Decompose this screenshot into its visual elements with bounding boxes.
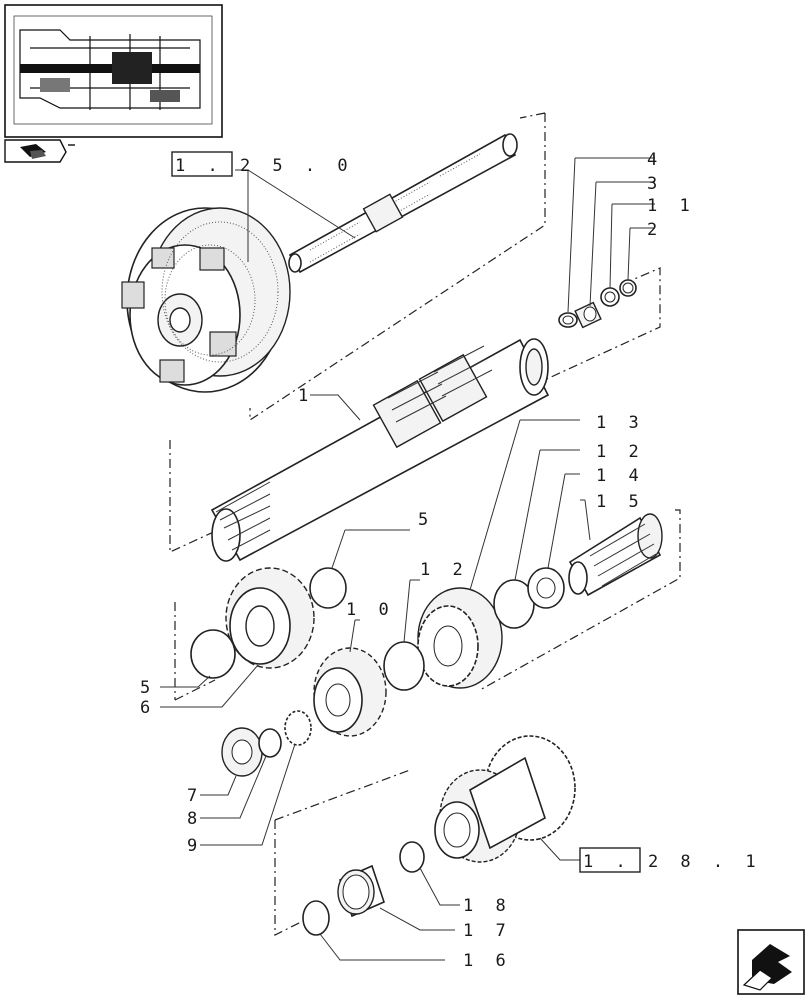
callout-3: 3 — [647, 174, 663, 194]
gear-group-boundary — [174, 509, 681, 701]
callout-13: 1 3 — [596, 413, 645, 433]
cluster-gear — [434, 735, 576, 863]
shaft-group-boundary — [169, 267, 661, 553]
ref-1250-box[interactable]: 1 . 2 5 . 0 — [171, 151, 354, 177]
main-shaft — [210, 338, 550, 562]
callout-8: 8 — [187, 809, 203, 829]
callout-5-lower: 5 — [140, 678, 156, 698]
snap-ring-5-right — [309, 567, 347, 609]
callout-4: 4 — [647, 150, 663, 170]
synchronizer-13 — [417, 587, 503, 689]
snap-ring-5-left — [190, 629, 236, 679]
callout-15: 1 5 — [596, 492, 645, 512]
upper-group-boundary — [249, 112, 546, 422]
bushing-17 — [337, 864, 385, 918]
callout-6: 6 — [140, 698, 156, 718]
callout-18: 1 8 — [463, 896, 512, 916]
callout-5-upper: 5 — [418, 510, 434, 530]
clutch-assembly — [121, 207, 291, 393]
book-icon[interactable] — [4, 139, 75, 163]
lower-group-boundary — [274, 769, 411, 936]
callout-7: 7 — [187, 786, 203, 806]
callout-14: 1 4 — [596, 466, 645, 486]
callout-1: 1 — [298, 386, 314, 406]
gear-6 — [225, 567, 315, 669]
ring-14 — [527, 567, 565, 609]
callout-10: 1 0 — [346, 600, 395, 620]
ref-1281-box[interactable]: 1 . 2 8 . 1 — [579, 847, 762, 873]
bearing-7 — [221, 727, 263, 777]
thumbnail-inset[interactable] — [4, 4, 223, 138]
snap-ring-16 — [302, 900, 330, 936]
callout-16: 1 6 — [463, 951, 512, 971]
leader-lines — [160, 157, 655, 961]
gear-10 — [313, 647, 387, 737]
callout-12-lower: 1 2 — [420, 560, 469, 580]
callout-2: 2 — [647, 220, 663, 240]
upper-rings — [558, 279, 637, 329]
splined-sleeve-15 — [568, 513, 663, 597]
ring-12-lower — [383, 641, 425, 691]
callout-17: 1 7 — [463, 921, 512, 941]
ref-1250: 1 . 2 5 . 0 — [175, 156, 354, 176]
ring-18 — [399, 841, 425, 873]
callout-11: 1 1 — [647, 196, 696, 216]
next-page-arrow-icon[interactable] — [737, 929, 805, 995]
ring-8 — [258, 728, 282, 758]
ref-1281: 1 . 2 8 . 1 — [583, 852, 762, 872]
callout-9: 9 — [187, 836, 203, 856]
input-shaft-upper — [288, 133, 518, 274]
ring-9 — [284, 710, 312, 746]
callout-12-upper: 1 2 — [596, 442, 645, 462]
